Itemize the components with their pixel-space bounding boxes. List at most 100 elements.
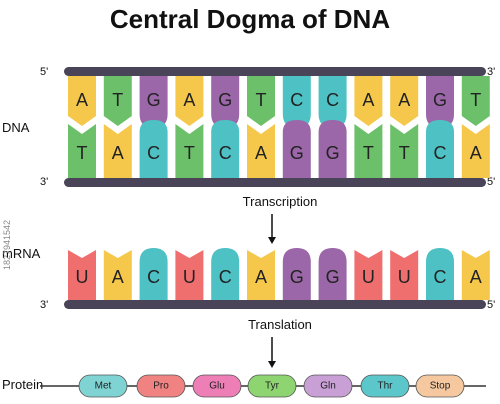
- dna-top-base: G: [147, 90, 161, 110]
- dna-top-base: G: [218, 90, 232, 110]
- nucleotide-tile: [68, 76, 96, 126]
- mrna-nucleotide-tile: [390, 250, 419, 300]
- dna-bottom-base: T: [184, 143, 195, 163]
- diagram-title: Central Dogma of DNA: [109, 4, 391, 34]
- mrna-nucleotide-tile: [461, 250, 490, 300]
- mrna-base: C: [434, 267, 447, 287]
- mrna-base: A: [255, 267, 267, 287]
- transcription-label: Transcription: [242, 194, 318, 209]
- dna-top-base: C: [326, 90, 339, 110]
- dna-top-base: A: [76, 90, 88, 110]
- mrna-nucleotide-tile: [247, 250, 275, 300]
- dna-top-base: C: [290, 90, 303, 110]
- nucleotide-tile: [103, 76, 132, 126]
- dna-top-base: T: [112, 90, 123, 110]
- nucleotide-tile: [247, 124, 275, 178]
- amino-acid-pill: [360, 374, 410, 398]
- amino-acid-pill: [78, 374, 128, 398]
- dna-bottom-left-end: 3': [40, 176, 49, 188]
- mrna-nucleotide-tile: [426, 248, 454, 300]
- dna-top-backbone: [64, 67, 486, 76]
- translation-arrow-head: [268, 361, 276, 368]
- mrna-base: A: [112, 267, 124, 287]
- mrna-right-end: 5': [487, 299, 496, 311]
- nucleotide-tile: [103, 124, 132, 178]
- dna-bottom-base: G: [290, 143, 304, 163]
- dna-bottom-base: G: [326, 143, 340, 163]
- mrna-base: C: [147, 267, 160, 287]
- nucleotide-tile: [426, 76, 454, 128]
- nucleotide-tile: [175, 76, 204, 126]
- nucleotide-tile: [461, 76, 490, 126]
- mrna-base: U: [398, 267, 411, 287]
- dna-top-base: A: [183, 90, 195, 110]
- mrna-nucleotide-tile: [175, 250, 204, 300]
- nucleotide-tile: [318, 76, 347, 128]
- transcription-arrow-head: [268, 237, 276, 244]
- mrna-base: A: [470, 267, 482, 287]
- dna-top-right-end: 3': [487, 66, 496, 78]
- nucleotide-tile: [68, 124, 96, 178]
- mrna-nucleotide-tile: [139, 248, 168, 300]
- dna-top-base: A: [398, 90, 410, 110]
- nucleotide-tile: [211, 120, 240, 178]
- nucleotide-tile: [139, 76, 168, 128]
- dna-top-left-end: 5': [40, 66, 49, 78]
- dna-bottom-base: A: [255, 143, 267, 163]
- dna-bottom-base: T: [399, 143, 410, 163]
- amino-acid-label: Gln: [320, 381, 336, 392]
- mrna-base: U: [183, 267, 196, 287]
- dna-bottom-base: A: [112, 143, 124, 163]
- nucleotide-tile: [282, 76, 311, 128]
- amino-acid-label: Pro: [153, 381, 169, 392]
- mrna-nucleotide-tile: [68, 250, 96, 300]
- nucleotide-tile: [211, 76, 240, 128]
- dna-top-base: A: [362, 90, 374, 110]
- mrna-base: G: [290, 267, 304, 287]
- nucleotide-tile: [139, 120, 168, 178]
- dna-bottom-base: C: [147, 143, 160, 163]
- amino-acid-label: Glu: [209, 381, 225, 392]
- dna-top-base: G: [433, 90, 447, 110]
- mrna-nucleotide-tile: [354, 250, 383, 300]
- dna-bottom-base: T: [363, 143, 374, 163]
- mrna-base: U: [362, 267, 375, 287]
- mrna-left-end: 3': [40, 299, 49, 311]
- nucleotide-tile: [461, 124, 490, 178]
- mrna-nucleotide-tile: [318, 248, 347, 300]
- amino-acid-pill: [192, 374, 242, 398]
- nucleotide-tile: [318, 120, 347, 178]
- amino-acid-label: Met: [95, 381, 112, 392]
- mrna-nucleotide-tile: [103, 250, 132, 300]
- nucleotide-tile: [390, 124, 419, 178]
- mrna-nucleotide-tile: [211, 248, 240, 300]
- amino-acid-label: Tyr: [265, 381, 280, 392]
- dna-bottom-base: C: [434, 143, 447, 163]
- dna-label: DNA: [2, 120, 30, 135]
- mrna-label: mRNA: [2, 246, 41, 261]
- stock-id-text: 1827941542: [2, 219, 12, 270]
- nucleotide-tile: [354, 124, 383, 178]
- dna-bottom-base: C: [219, 143, 232, 163]
- nucleotide-tile: [426, 120, 454, 178]
- amino-acid-pill: [303, 374, 353, 398]
- translation-label: Translation: [248, 317, 312, 332]
- mrna-backbone: [64, 300, 486, 309]
- amino-acid-label: Stop: [430, 381, 451, 392]
- mrna-base: U: [76, 267, 89, 287]
- mrna-nucleotide-tile: [282, 248, 311, 300]
- mrna-base: G: [326, 267, 340, 287]
- amino-acid-pill: [136, 374, 186, 398]
- dna-bottom-right-end: 5': [487, 176, 496, 188]
- amino-acid-pill: [415, 374, 465, 398]
- mrna-base: C: [219, 267, 232, 287]
- amino-acid-pill: [247, 374, 297, 398]
- nucleotide-tile: [175, 124, 204, 178]
- dna-bottom-base: A: [470, 143, 482, 163]
- dna-top-base: T: [470, 90, 481, 110]
- dna-bottom-base: T: [77, 143, 88, 163]
- amino-acid-label: Thr: [378, 381, 394, 392]
- protein-label: Protein: [2, 377, 44, 392]
- dna-bottom-backbone: [64, 178, 486, 187]
